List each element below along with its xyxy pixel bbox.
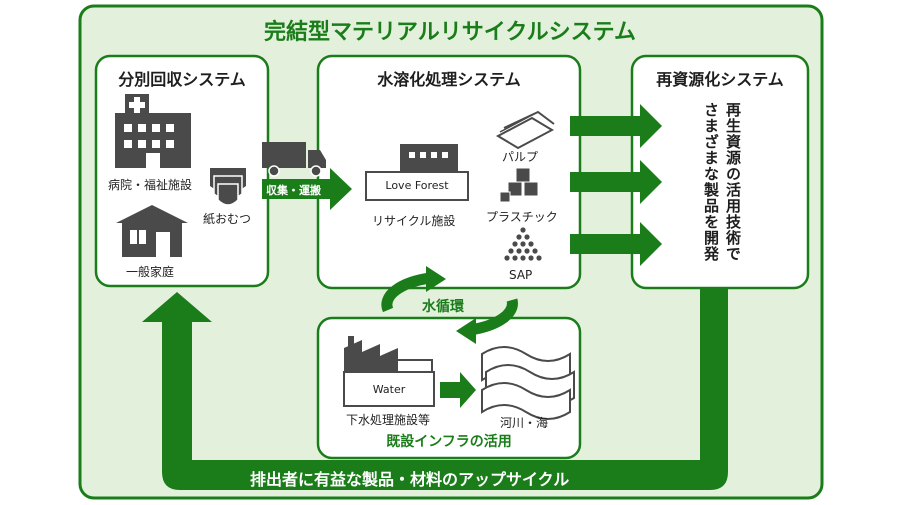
facility-sign: Love Forest xyxy=(385,179,449,192)
output-sap-label: SAP xyxy=(509,268,533,282)
reuse-text-line-1: 再生資源の活用技術で xyxy=(724,102,742,262)
output-pulp-label: パルプ xyxy=(502,150,539,164)
hospital-label: 病院・福祉施設 xyxy=(108,178,193,192)
diagram-title: 完結型マテリアルリサイクルシステム xyxy=(263,20,637,45)
water-cycle-arrows xyxy=(381,272,518,336)
plastic-icon xyxy=(499,167,539,203)
transport-label: 収集・運搬 xyxy=(266,184,321,197)
output-plastic-label: プラスチック xyxy=(486,210,558,224)
infra-box-title: 既設インフラの活用 xyxy=(386,434,512,450)
water-cycle-arrowheads xyxy=(426,266,476,344)
diaper-icon xyxy=(210,168,246,206)
house-label: 一般家庭 xyxy=(126,265,175,279)
factory-icon xyxy=(343,336,435,407)
upcycle-arrow xyxy=(142,286,728,490)
diaper-label: 紙おむつ xyxy=(203,212,252,226)
recycling-facility-icon xyxy=(365,144,469,201)
factory-sign: Water xyxy=(372,383,406,396)
hospital-icon xyxy=(115,94,191,168)
truck-icon xyxy=(262,142,326,177)
sap-icon xyxy=(504,227,542,261)
pulp-icon xyxy=(495,110,555,150)
house-icon xyxy=(116,205,188,257)
factory-label: 下水処理施設等 xyxy=(346,413,431,427)
water-cycle-label: 水循環 xyxy=(422,299,464,315)
upcycle-label: 排出者に有益な製品・材料のアップサイクル xyxy=(250,470,570,489)
facility-label: リサイクル施設 xyxy=(372,214,456,228)
discharge-arrow xyxy=(440,372,476,408)
output-arrows xyxy=(570,104,662,266)
river-icon xyxy=(481,346,575,420)
reuse-text-line-2: さまざまな製品を開発 xyxy=(702,102,720,262)
collection-box-title: 分別回収システム xyxy=(118,70,246,89)
reuse-box xyxy=(630,54,810,290)
collection-arrow xyxy=(262,168,352,210)
river-label: 河川・海 xyxy=(500,416,549,430)
dissolution-box-title: 水溶化処理システム xyxy=(377,70,521,89)
reuse-box-title: 再資源化システム xyxy=(656,70,784,89)
